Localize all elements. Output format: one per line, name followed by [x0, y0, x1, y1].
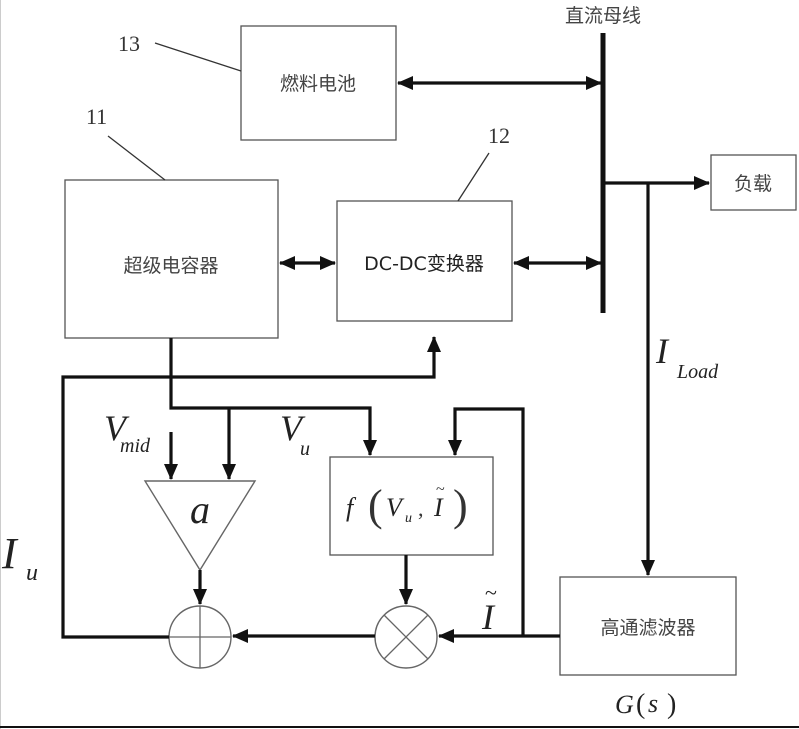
leader-line-12	[457, 152, 490, 202]
ref-number-13: 13	[118, 31, 140, 56]
func-comma: ,	[418, 496, 424, 521]
dcdc-converter-label: DC-DC变换器	[364, 253, 484, 275]
itilde-symbol: I	[481, 597, 496, 637]
vu-subscript: u	[300, 438, 310, 460]
leader-line-11	[107, 135, 166, 181]
high-pass-filter-label: 高通滤波器	[600, 617, 695, 639]
transfer-s: s	[648, 689, 658, 718]
fuel-cell-block	[240, 25, 397, 141]
high-pass-filter-block	[559, 576, 737, 676]
func-i: I	[433, 493, 444, 522]
func-paren-close: )	[453, 481, 468, 530]
ref-number-12: 12	[488, 123, 510, 148]
load-block	[710, 154, 797, 211]
gain-symbol: a	[190, 487, 210, 532]
vu-symbol: V	[280, 408, 306, 448]
iu-feedback-line	[61, 336, 441, 639]
dc-bus-label: 直流母线	[565, 5, 641, 27]
func-paren-open: (	[368, 481, 383, 530]
function-block	[329, 456, 494, 556]
iload-symbol: I	[655, 331, 670, 371]
transfer-paren-close: )	[667, 689, 676, 720]
load-label: 负载	[734, 173, 772, 195]
transfer-g: G	[615, 690, 634, 719]
func-v: V	[386, 493, 405, 522]
iload-subscript: Load	[676, 361, 719, 383]
vmid-subscript: mid	[120, 435, 151, 457]
vmid-symbol: V	[104, 408, 130, 448]
func-v-sub: u	[405, 511, 412, 526]
iu-subscript: u	[26, 560, 38, 586]
func-i-tilde: ~	[436, 481, 445, 498]
supercapacitor-label: 超级电容器	[123, 255, 218, 277]
func-f: f	[346, 493, 357, 522]
dcdc-converter-block	[336, 200, 513, 322]
iu-symbol: I	[1, 529, 19, 578]
vu-line	[169, 338, 377, 456]
leader-line-13	[154, 42, 242, 72]
transfer-paren-open: (	[636, 689, 645, 720]
ref-number-11: 11	[86, 104, 107, 129]
fuel-cell-label: 燃料电池	[280, 73, 356, 95]
itilde-feedback-line	[448, 407, 525, 636]
gain-triangle	[143, 480, 257, 572]
itilde-tilde: ~	[485, 580, 497, 605]
multiplier-cross-b	[383, 614, 429, 660]
